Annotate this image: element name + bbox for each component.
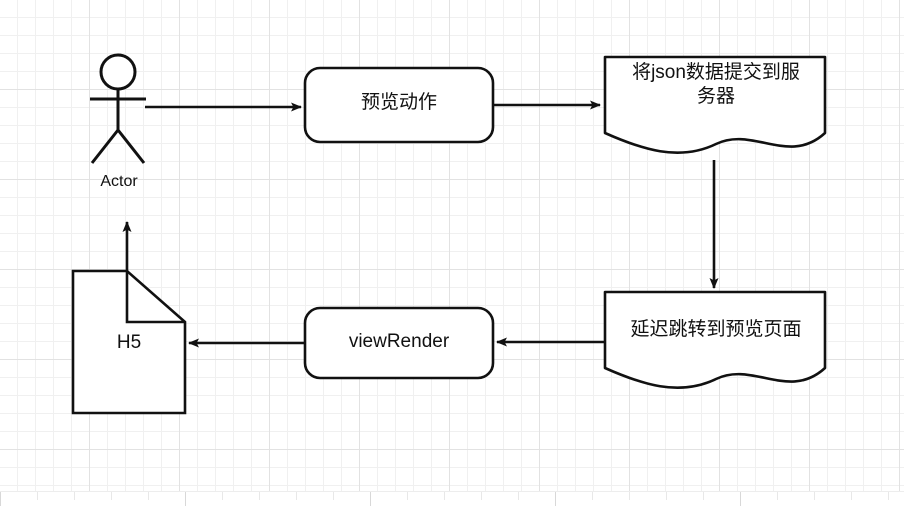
ruler-tick	[407, 492, 408, 500]
ruler-tick	[148, 492, 149, 500]
ruler-tick	[814, 492, 815, 500]
ruler-tick	[518, 492, 519, 500]
node-view-render[interactable]	[303, 306, 495, 380]
ruler-tick	[259, 492, 260, 500]
node-delayed-redirect[interactable]	[603, 290, 827, 389]
actor-leg-right-icon	[116, 129, 146, 164]
node-submit-json[interactable]	[603, 55, 827, 154]
ruler-tick	[370, 492, 371, 506]
ruler-tick	[851, 492, 852, 500]
ruler-tick	[222, 492, 223, 500]
ruler-tick	[444, 492, 445, 500]
ruler-tick	[629, 492, 630, 500]
ruler-tick	[888, 492, 889, 500]
ruler-tick	[74, 492, 75, 500]
actor-leg-left-icon	[90, 129, 120, 164]
ruler-tick	[0, 492, 1, 506]
ruler-tick	[777, 492, 778, 500]
ruler-tick	[296, 492, 297, 500]
h5-page-outline	[71, 269, 187, 415]
h5-fold-icon	[125, 271, 185, 324]
ruler-tick	[333, 492, 334, 500]
ruler-tick	[185, 492, 186, 506]
ruler-tick	[592, 492, 593, 500]
ruler-tick	[481, 492, 482, 500]
node-h5-page[interactable]	[71, 269, 187, 415]
ruler-tick	[666, 492, 667, 500]
bottom-ruler[interactable]	[0, 491, 904, 510]
ruler-tick	[703, 492, 704, 500]
ruler-tick	[740, 492, 741, 506]
ruler-tick	[37, 492, 38, 500]
node-actor[interactable]	[90, 53, 146, 164]
actor-head-icon	[99, 53, 137, 91]
ruler-tick	[555, 492, 556, 506]
ruler-tick	[111, 492, 112, 500]
node-preview-action[interactable]	[303, 66, 495, 144]
